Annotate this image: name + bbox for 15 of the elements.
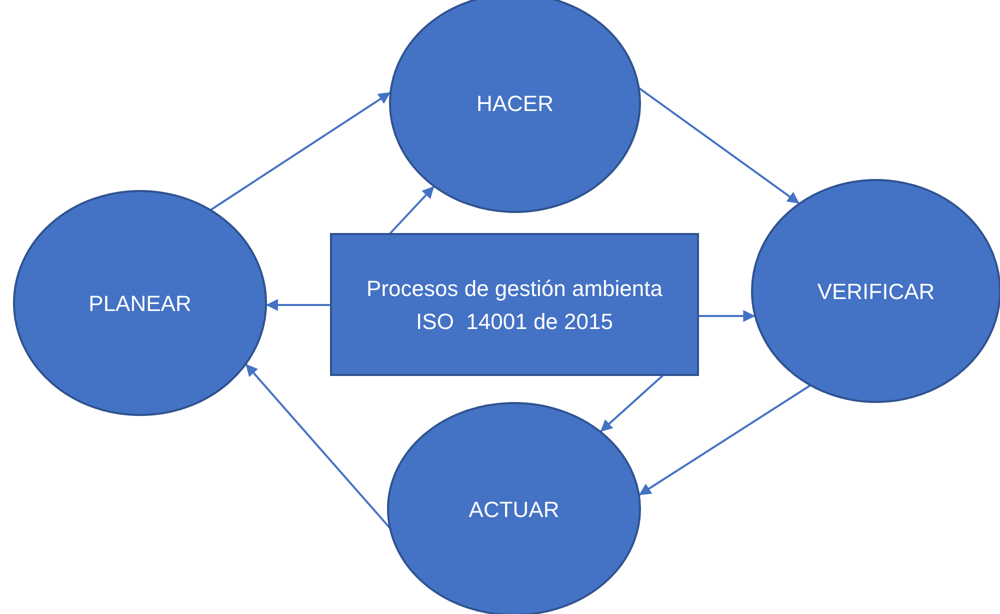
node-label: ACTUAR [468,496,560,524]
node-label: PLANEAR [88,290,192,318]
process-ellipse [14,191,266,415]
arrow [388,186,435,235]
arrow [266,299,331,311]
arrow [638,87,800,204]
arrow [600,374,664,432]
process-box [331,234,698,375]
node-label: HACER [476,90,554,118]
node-label: Procesos de gestión ambienta ISO 14001 de 2015 [366,274,664,336]
arrow [244,363,391,529]
arrow [698,310,756,322]
node-label: VERIFICAR [817,278,935,306]
arrow [638,384,812,496]
arrow [210,91,392,211]
